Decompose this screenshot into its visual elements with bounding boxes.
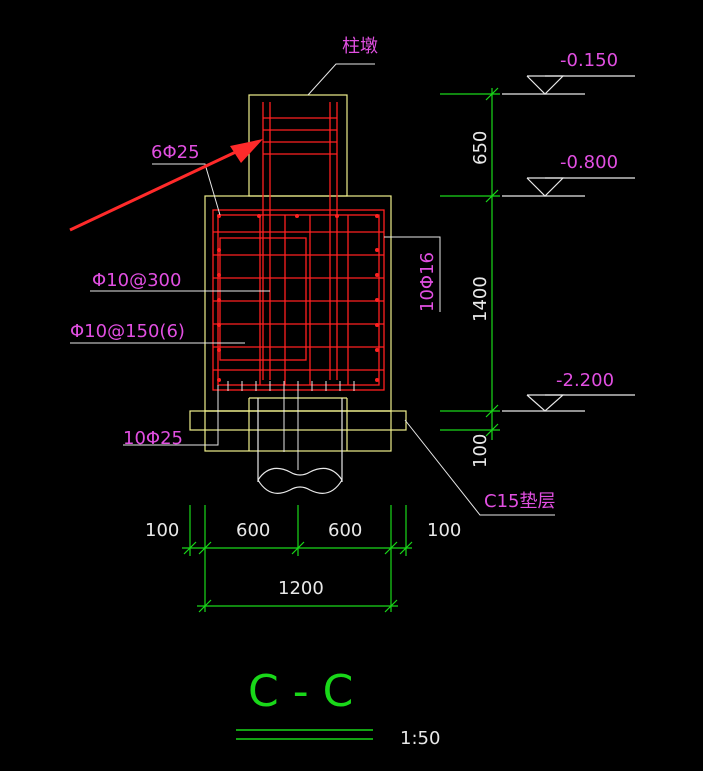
elevation-markers [502,75,635,412]
dim-1400: 1400 [470,276,491,322]
pile-cap-outline [204,195,392,412]
elevation-bottom: -2.200 [556,370,614,391]
rebar-dots [217,214,379,382]
dim-1200: 1200 [278,578,324,599]
rebar-cage [212,102,385,391]
dim-100-vertical: 100 [470,434,491,468]
pier-label: 柱墩 [342,36,378,57]
dim-650: 650 [470,131,491,165]
dim-600-right: 600 [328,520,362,541]
elevation-top: -0.150 [560,50,618,71]
cushion-label: C15垫层 [484,491,555,512]
title-underline [236,729,373,740]
annotation-arrow [69,139,263,232]
side-bars-label: 10Φ16 [417,252,438,312]
dim-100-right: 100 [427,520,461,541]
stirrups-300-label: Φ10@300 [92,270,181,291]
bottom-bars-label: 10Φ25 [123,428,183,449]
column-bars-label: 6Φ25 [151,142,200,163]
horizontal-dimensions [182,505,413,613]
dim-100-left: 100 [145,520,179,541]
scale-label: 1:50 [400,728,440,749]
bottom-bar-ticks [227,381,355,470]
pile [257,398,343,494]
leader-lines [70,63,555,516]
labels: 柱墩 6Φ25 Φ10@300 Φ10@150(6) 10Φ25 C15垫层 -… [70,36,618,749]
column-pier-outline [248,94,348,197]
elevation-mid: -0.800 [560,152,618,173]
vertical-dimensions [440,87,500,440]
dim-600-left: 600 [236,520,270,541]
section-title: C - C [248,666,353,717]
stirrups-150-label: Φ10@150(6) [70,321,185,342]
